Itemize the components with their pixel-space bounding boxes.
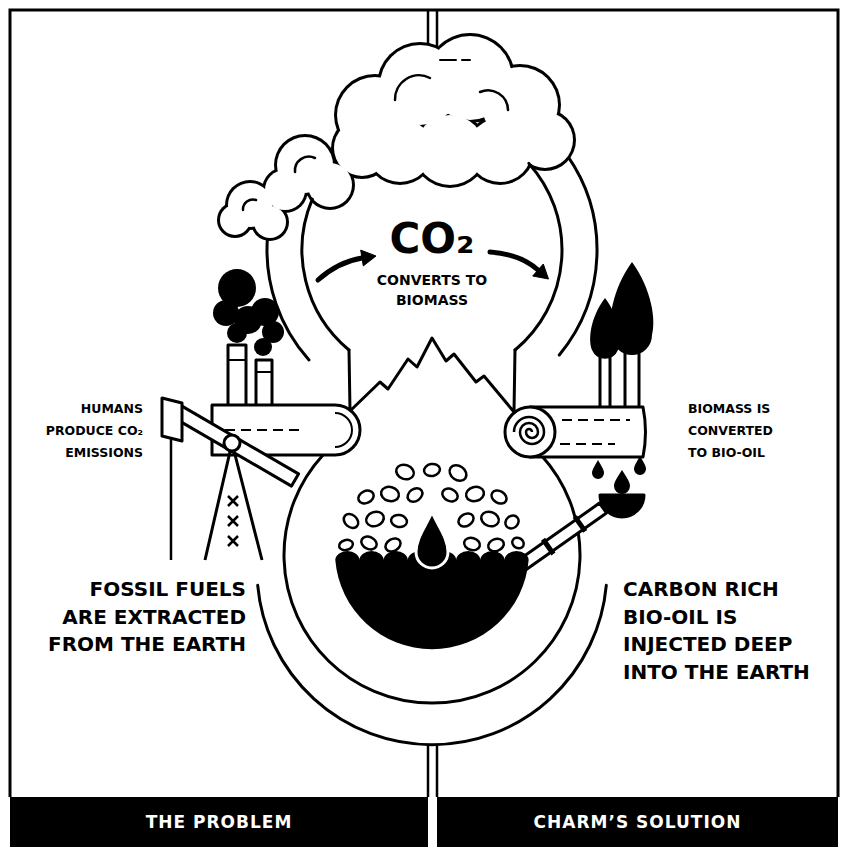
cloud-part-part bbox=[220, 205, 250, 235]
trees-part bbox=[611, 262, 654, 355]
oil-reservoir bbox=[335, 462, 528, 649]
oil-reservoir-part-part bbox=[405, 485, 425, 504]
bio-oil-pipe-part bbox=[543, 517, 585, 554]
oil-reservoir-part-part bbox=[503, 513, 521, 531]
bio-oil-pipe-part bbox=[592, 460, 604, 479]
oil-reservoir-part-part bbox=[489, 488, 509, 506]
factory-part bbox=[228, 345, 246, 407]
oil-reservoir-part-part bbox=[338, 538, 354, 551]
pumpjack-part bbox=[175, 406, 299, 486]
factory-part bbox=[213, 269, 284, 356]
pumpjack-part bbox=[224, 435, 240, 451]
trees bbox=[590, 262, 653, 410]
outer-ring-part bbox=[559, 155, 597, 355]
oil-reservoir-part-part bbox=[486, 537, 505, 554]
flow-arrow-part bbox=[533, 264, 549, 279]
oil-reservoir-part-part bbox=[364, 509, 386, 528]
label-slot: BIOMASS IS CONVERTED TO BIO-OIL bbox=[688, 398, 794, 464]
oil-reservoir-part-part bbox=[341, 511, 361, 530]
flow-arrow-part bbox=[361, 250, 376, 266]
cloud-part-part bbox=[440, 59, 470, 61]
step-label: BIOMASS IS CONVERTED TO BIO-OIL bbox=[688, 398, 794, 464]
cloud bbox=[217, 33, 576, 241]
factory-part bbox=[256, 360, 272, 407]
step-label: HUMANS PRODUCE CO₂ EMISSIONS bbox=[43, 398, 143, 464]
factory-part bbox=[228, 360, 272, 372]
panel-frame-part bbox=[10, 10, 838, 797]
panel-frame bbox=[10, 10, 838, 797]
cycle-caption: CONVERTS TO BIOMASS bbox=[370, 270, 495, 310]
bio-oil-pipe-part bbox=[634, 456, 646, 475]
co2-heading: CO₂ bbox=[390, 218, 475, 260]
oil-reservoir-part-part bbox=[379, 485, 400, 503]
log-part bbox=[514, 417, 544, 444]
oil-reservoir-part-part bbox=[447, 462, 470, 484]
step-label: FOSSIL FUELS ARE EXTRACTED FROM THE EART… bbox=[42, 576, 246, 659]
pumpjack-part bbox=[162, 398, 182, 441]
circle-arc bbox=[302, 199, 349, 350]
pumpjack-part bbox=[170, 438, 173, 560]
oil-reservoir-part-part bbox=[463, 536, 482, 552]
cloud-part bbox=[243, 60, 508, 210]
carbon-cycle-circle: CO₂ CONVERTS TO BIOMASS bbox=[302, 120, 562, 380]
cloud-part bbox=[217, 33, 576, 241]
oil-reservoir-part-part bbox=[383, 536, 403, 554]
oil-reservoir-part bbox=[416, 512, 448, 568]
oil-reservoir-part-part bbox=[479, 509, 501, 528]
label-slot: CARBON RICH BIO-OIL IS INJECTED DEEP INT… bbox=[623, 576, 818, 686]
oil-reservoir-part-part bbox=[456, 511, 476, 529]
factory-part-part bbox=[254, 338, 272, 356]
cloud-part-part bbox=[254, 206, 286, 238]
log-part bbox=[560, 420, 630, 444]
problem-band: THE PROBLEM bbox=[10, 797, 428, 847]
step-label: CARBON RICH BIO-OIL IS INJECTED DEEP INT… bbox=[623, 576, 818, 686]
factory-part bbox=[335, 413, 352, 447]
oil-reservoir-part-part bbox=[510, 536, 525, 551]
solution-band: CHARM’S SOLUTION bbox=[437, 797, 838, 847]
bio-oil-pipe-part bbox=[614, 470, 630, 494]
oil-reservoir-part-part bbox=[464, 485, 485, 503]
cloud-part-part bbox=[395, 75, 430, 100]
bio-oil-pipe bbox=[512, 456, 647, 575]
cloud-part-part bbox=[295, 157, 315, 172]
label-slot: FOSSIL FUELS ARE EXTRACTED FROM THE EART… bbox=[42, 576, 246, 659]
oil-reservoir-part-part bbox=[356, 488, 376, 506]
earth-outline-part bbox=[349, 338, 515, 412]
cloud-part-part bbox=[308, 163, 352, 207]
cloud-part bbox=[220, 36, 573, 238]
factory-part-part bbox=[227, 323, 247, 343]
cloud-part-part bbox=[243, 200, 256, 210]
label-slot: HUMANS PRODUCE CO₂ EMISSIONS bbox=[43, 398, 143, 464]
factory-part bbox=[212, 405, 360, 455]
log-part bbox=[505, 407, 555, 457]
oil-reservoir-part-part bbox=[440, 486, 460, 504]
oil-reservoir-part-part bbox=[390, 514, 408, 529]
oil-reservoir-part-part bbox=[359, 534, 379, 552]
factory bbox=[212, 269, 360, 455]
flow-arrow-part bbox=[490, 252, 538, 270]
band-title: CHARM’S SOLUTION bbox=[534, 811, 742, 833]
cloud-part-part bbox=[480, 90, 508, 110]
pumpjack bbox=[162, 398, 299, 560]
oil-reservoir-part-part bbox=[394, 462, 416, 481]
earth-outline bbox=[284, 338, 580, 703]
oil-reservoir-part-part bbox=[423, 463, 441, 478]
factory-part bbox=[225, 429, 305, 431]
band-title: THE PROBLEM bbox=[146, 811, 293, 833]
log bbox=[505, 407, 646, 457]
circle-arc bbox=[515, 163, 562, 350]
earth-outline-part bbox=[284, 455, 580, 703]
flow-arrow-part bbox=[318, 258, 362, 280]
bio-oil-pipe-part bbox=[600, 495, 644, 517]
pumpjack-part bbox=[228, 496, 238, 546]
